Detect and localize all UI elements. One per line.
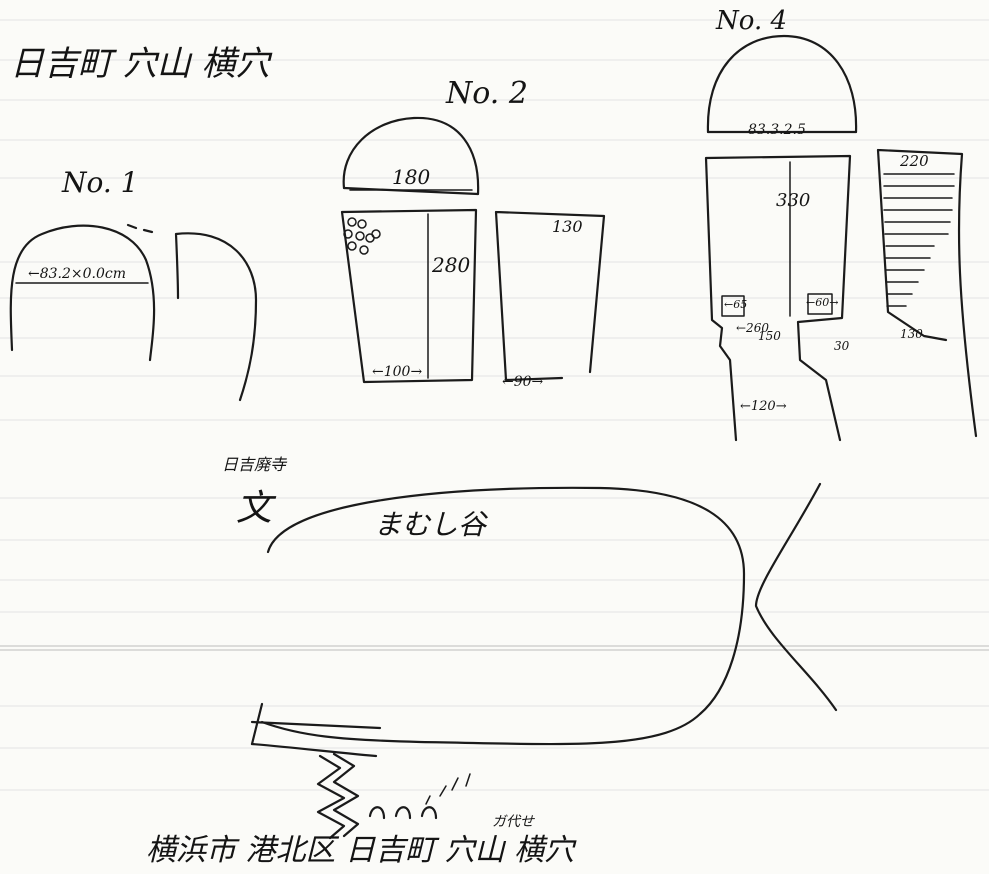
footer-caption: 横浜市 港北区 日吉町 穴山 横穴 (146, 833, 577, 868)
cave-no4: No. 4 83.3.2.5 330 ←65 ←60→ ←260 150 30 … (704, 6, 978, 442)
cave-no4-dim-a: ←65 (724, 298, 747, 311)
cave-no2-height-dimension: 280 (431, 253, 470, 277)
cave-no2-front-outline (340, 208, 478, 384)
cave-no4-step-left (721, 295, 745, 317)
cave-no1-dimension: ←83.2×0.0cm (28, 266, 126, 282)
cave-no4-dim-b: ←60→ (806, 296, 838, 309)
cave-no4-top-dimension: 220 (899, 152, 929, 170)
cave-no4-height-dimension: 330 (776, 190, 810, 211)
cave-no1-top-dashes (126, 223, 154, 234)
location-place-label: 日吉廃寺 (222, 455, 288, 474)
stream-path (316, 752, 360, 840)
cave-no4-section-outline (876, 148, 978, 438)
hill-contour-outline (260, 486, 746, 746)
cave-no2-right-dimension: 130 (552, 217, 583, 236)
road-line-lower (250, 702, 264, 746)
cave-no1-front-outline (9, 224, 156, 362)
location-hill-label: まむし谷 (374, 508, 489, 541)
cave-no4-dim-e: 30 (834, 339, 850, 353)
cave-no1-section-outline (174, 232, 258, 402)
cave-no2-dome-base (342, 186, 480, 196)
cave-no2-hole-marks (343, 217, 381, 255)
cave-no1-label: No. 1 (61, 166, 138, 199)
cave-no4-dim-f: ←120→ (740, 399, 787, 414)
cave-no2-bottom-dimension: ←100→ (372, 364, 422, 380)
cave-no1: No. 1 ←83.2×0.0cm (9, 166, 258, 402)
cave-entrance-ticks (425, 773, 471, 805)
sketch-title: 日吉町 穴山 横穴 (10, 44, 273, 84)
cave-no4-front-outline (704, 154, 852, 442)
cave-no4-arc-dimension: 83.3.2.5 (748, 122, 806, 138)
cave-no4-dome (706, 34, 858, 134)
cave-no2-dome (342, 116, 480, 196)
location-map: 日吉廃寺 文 まむし谷 (222, 455, 838, 840)
hill-right-contour (754, 482, 838, 712)
location-shrine-mark: 文 (236, 488, 277, 529)
cave-no2: No. 2 180 280 ←100→ 130 ←90→ (340, 76, 606, 390)
cave-no2-top-dimension: 180 (392, 165, 430, 189)
cave-entrance-marks (368, 806, 438, 820)
cave-no2-label: No. 2 (445, 76, 528, 111)
cave-no4-section-hatching (883, 173, 955, 307)
cave-no2-side-dimension: ←90→ (502, 374, 544, 390)
cave-no4-label: No. 4 (715, 6, 787, 36)
cave-no4-dim-c: ←260 (736, 321, 769, 335)
cave-no2-section-outline (494, 210, 606, 382)
road-line-bottom (250, 742, 378, 758)
cave-no4-dim-d: 150 (758, 329, 781, 343)
cave-no4-step-right (807, 293, 833, 315)
footer-ruby: ガ代せ (492, 814, 535, 830)
cave-no4-dim-g: 130 (900, 327, 923, 341)
road-line-upper (250, 720, 382, 730)
background-paper-texture (0, 19, 989, 791)
